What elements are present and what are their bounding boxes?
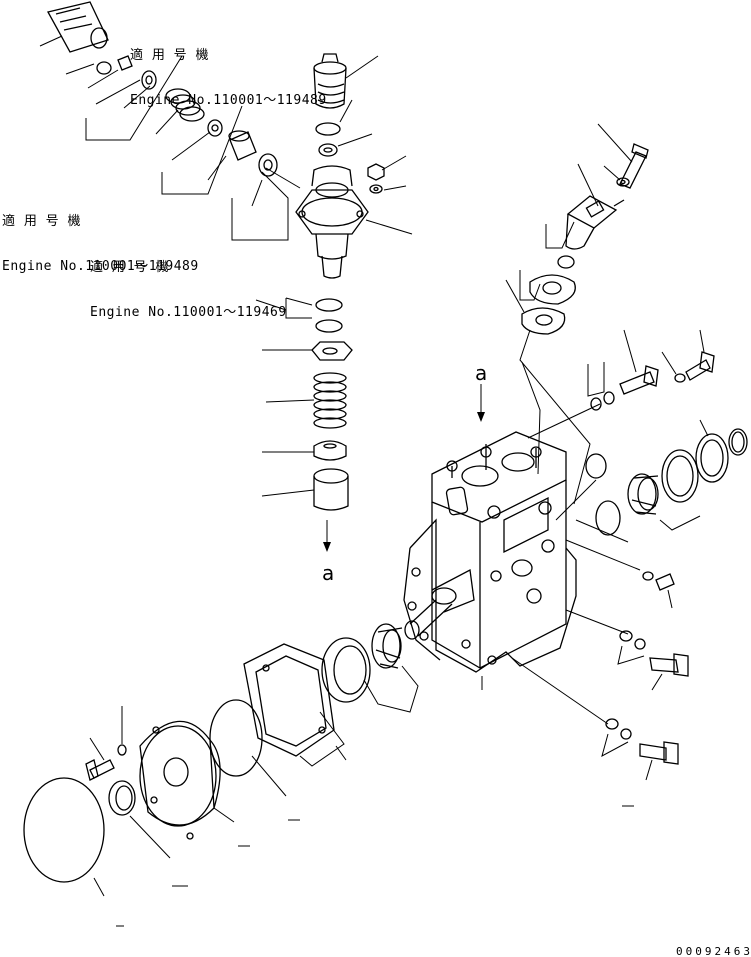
- o-ring: [315, 319, 343, 333]
- applicable-engine-note-2: 適 用 号 機 Engine No.110001～119489: [2, 184, 199, 289]
- washer: [141, 70, 157, 90]
- small-washer: [207, 119, 223, 137]
- view-a-label-top: a: [475, 361, 488, 385]
- bolt: [685, 351, 715, 381]
- front-cover: [139, 720, 221, 840]
- delivery-valve-holder: [47, 1, 109, 53]
- applicable-label: 適 用 号 機: [130, 48, 209, 63]
- lower-spring-seat: [313, 440, 347, 461]
- applicable-label: 適 用 号 機: [90, 260, 169, 275]
- o-ring: [209, 699, 263, 777]
- engine-number-range: Engine No.110001～119489: [2, 259, 199, 274]
- nozzle-valve: [313, 53, 347, 109]
- small-washer: [369, 184, 383, 194]
- o-ring: [557, 255, 575, 269]
- flange-gasket: [521, 307, 566, 335]
- seal-ring: [695, 433, 729, 483]
- applicable-label: 適 用 号 機: [2, 214, 81, 229]
- washer: [590, 373, 686, 411]
- plunger-spring: [313, 372, 347, 429]
- oil-seal: [728, 428, 748, 456]
- taper-bearing: [627, 473, 659, 515]
- valve-fitting: [117, 55, 133, 71]
- washer: [117, 744, 127, 756]
- gasket-ring: [258, 153, 278, 177]
- o-ring: [315, 122, 341, 136]
- collar: [228, 130, 257, 161]
- leader-lines-lower-right: [481, 539, 673, 807]
- bolt: [649, 653, 689, 677]
- bolt: [639, 741, 679, 765]
- view-a-arrow-top: [477, 384, 485, 422]
- drive-bearing: [371, 623, 403, 669]
- engine-number-range: Engine No.110001～119489: [130, 93, 327, 108]
- leader-lines-right-top: [505, 123, 633, 505]
- oil-seal: [321, 637, 371, 703]
- leader-lines-bearing: [555, 419, 709, 543]
- bearing-race: [661, 449, 699, 503]
- bolt: [619, 365, 659, 395]
- solenoid-sensor: [565, 195, 625, 250]
- view-a-arrow-bottom: [323, 520, 331, 552]
- valve-spring: [165, 88, 205, 122]
- tappet: [313, 468, 349, 511]
- bolt: [619, 143, 649, 189]
- leader-lines-lower-left: [89, 665, 419, 927]
- engine-number-range: Engine No.110001～119469: [90, 305, 287, 320]
- spring-seat: [311, 341, 353, 361]
- washer: [605, 571, 654, 740]
- leader-lines-bolts: [527, 329, 705, 439]
- view-a-label-bottom: a: [322, 561, 335, 585]
- cover-gasket: [243, 643, 335, 757]
- pressure-valve-body: [295, 165, 369, 279]
- leader-lines-top-left: [39, 35, 301, 241]
- bolt: [85, 759, 115, 781]
- washer: [616, 177, 630, 187]
- flange-gasket: [529, 274, 576, 305]
- cover-o-ring: [23, 777, 105, 883]
- o-ring: [595, 500, 621, 536]
- drive-shaft: [404, 568, 475, 640]
- shaft-seal: [108, 780, 136, 816]
- document-number: 00092463: [676, 945, 751, 957]
- o-ring: [96, 61, 112, 75]
- nut: [367, 163, 385, 181]
- applicable-engine-note-1: 適 用 号 機 Engine No.110001～119489: [130, 18, 327, 123]
- washer: [318, 143, 338, 157]
- pump-housing: [403, 431, 577, 673]
- bolt: [655, 573, 675, 591]
- leader-lines-plunger: [255, 297, 315, 497]
- o-ring: [315, 298, 343, 312]
- leader-lines-center-top: [337, 55, 413, 235]
- applicable-engine-note-3: 適 用 号 機 Engine No.110001～119469: [90, 230, 287, 335]
- o-ring: [585, 453, 607, 479]
